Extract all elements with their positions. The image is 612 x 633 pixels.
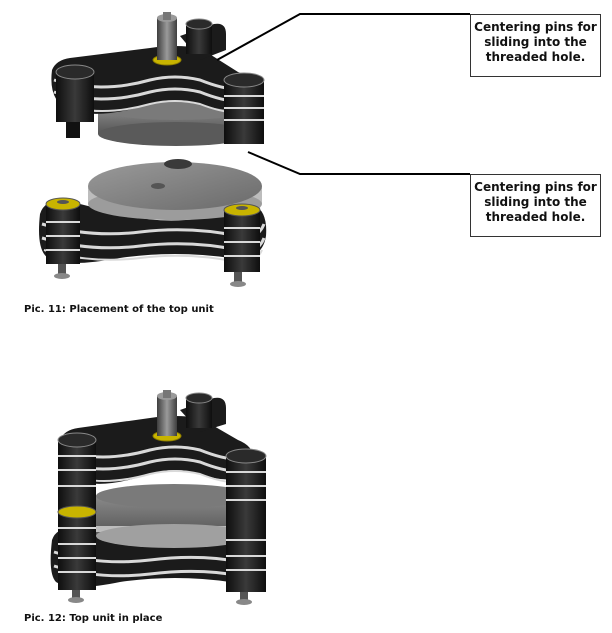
top-unit-spindle <box>152 12 182 66</box>
assembled-pillar-back <box>185 392 213 428</box>
bottom-unit-pillar-right <box>223 203 261 287</box>
callout-line: sliding into the <box>484 35 587 49</box>
callout-line: Centering pins for <box>474 20 597 34</box>
top-unit-floating <box>51 12 265 146</box>
assembled-pillar-right <box>225 448 267 605</box>
figure-caption-pic-12: Pic. 12: Top unit in place <box>24 613 163 624</box>
callout-box-top: Centering pins for sliding into the thre… <box>470 14 601 77</box>
top-unit-pillar-back <box>185 18 213 54</box>
top-unit-pillar-right <box>223 72 265 144</box>
callout-leader-lines <box>216 13 470 175</box>
assembled-platter <box>96 484 252 548</box>
assembled-spindle <box>152 390 182 442</box>
callout-box-bottom: Centering pins for sliding into the thre… <box>470 174 601 237</box>
top-unit-pillar-left <box>55 64 95 138</box>
figure-caption-pic-11: Pic. 11: Placement of the top unit <box>24 304 214 315</box>
assembled-pillar-left <box>57 432 97 603</box>
callout-line: threaded hole. <box>485 210 586 224</box>
bottom-unit-pillar-left <box>45 197 81 279</box>
callout-line: threaded hole. <box>485 50 586 64</box>
assembled-unit <box>50 390 267 605</box>
bottom-unit-platter <box>88 159 262 220</box>
callout-line: sliding into the <box>484 195 587 209</box>
bottom-unit <box>39 159 267 287</box>
callout-line: Centering pins for <box>474 180 597 194</box>
